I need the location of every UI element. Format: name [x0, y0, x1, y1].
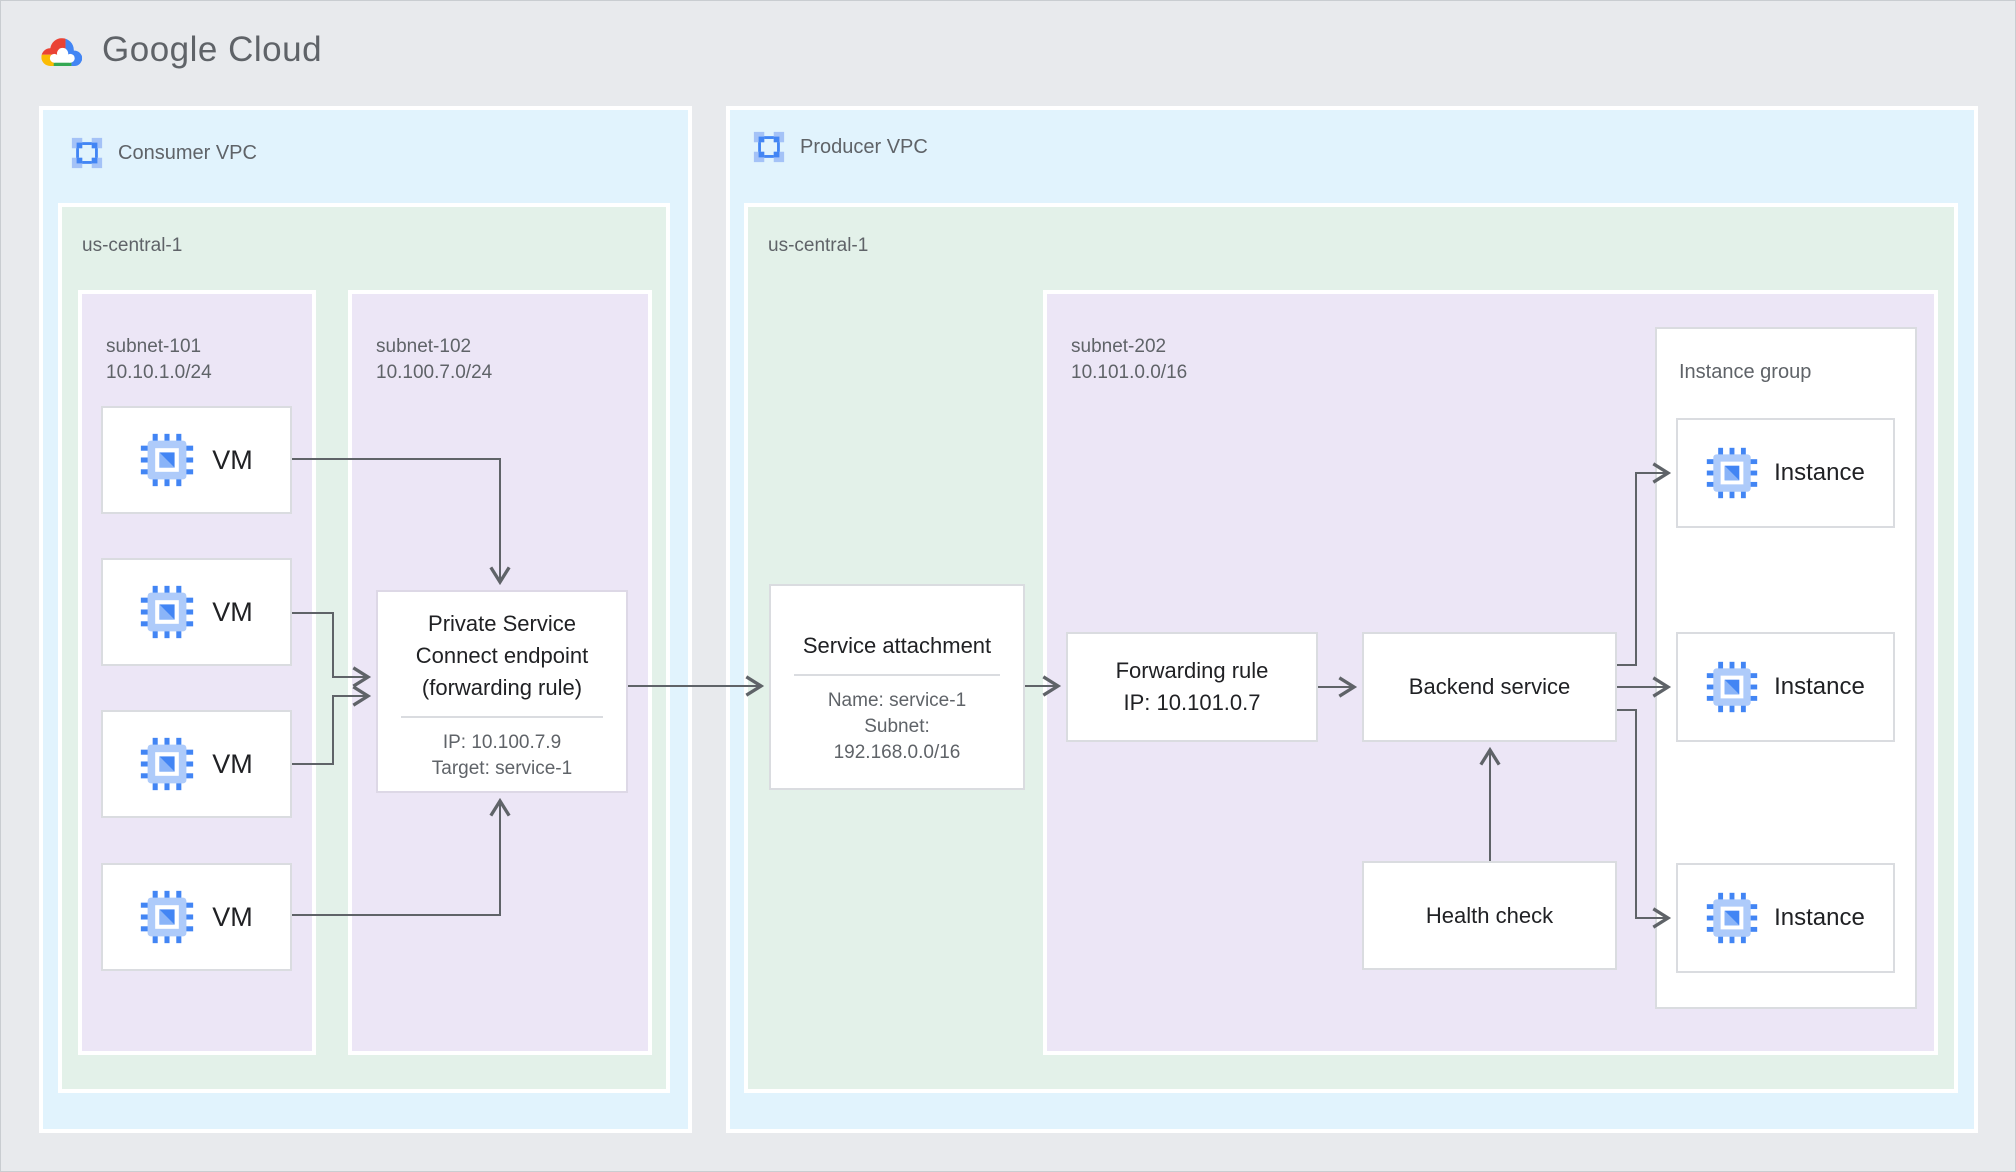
vm-card: VM	[101, 863, 292, 971]
service-attachment-name: Name: service-1	[827, 690, 967, 711]
subnet-101-cidr: 10.10.1.0/24	[106, 362, 212, 383]
google-cloud-icon	[41, 38, 83, 66]
health-check-label: Health check	[1425, 902, 1554, 928]
compute-engine-icon	[1706, 447, 1758, 499]
instance-label: Instance	[1774, 459, 1865, 486]
forwarding-rule-line2: IP: 10.101.0.7	[1123, 690, 1261, 715]
subnet-202-cidr: 10.101.0.0/16	[1071, 362, 1188, 383]
subnet-101-label: subnet-101 10.10.1.0/24	[106, 334, 212, 386]
instance-card: Instance	[1676, 632, 1895, 742]
instance-card: Instance	[1676, 863, 1895, 973]
service-attachment-title: Service attachment	[802, 633, 992, 658]
service-attachment-subnet-label: Subnet:	[864, 716, 930, 737]
subnet-101-name: subnet-101	[106, 336, 202, 357]
vm-card: VM	[101, 710, 292, 818]
divider	[794, 674, 1000, 676]
psc-endpoint-ip: IP: 10.100.7.9	[442, 732, 562, 753]
vm-label: VM	[212, 596, 253, 627]
psc-endpoint-box: Private Service Connect endpoint (forwar…	[376, 590, 628, 793]
subnet-102-cidr: 10.100.7.0/24	[376, 362, 493, 383]
instance-label: Instance	[1774, 673, 1865, 700]
backend-service-label: Backend service	[1408, 674, 1571, 699]
divider	[401, 716, 603, 718]
consumer-region-label: us-central-1	[82, 235, 183, 256]
service-attachment-subnet-cidr: 192.168.0.0/16	[833, 742, 961, 763]
subnet-202-name: subnet-202	[1071, 336, 1167, 357]
producer-vpc-label: Producer VPC	[800, 135, 928, 158]
subnet-102-label: subnet-102 10.100.7.0/24	[376, 334, 492, 386]
vpc-network-icon	[71, 137, 103, 169]
subnet-102-name: subnet-102	[376, 336, 472, 357]
psc-endpoint-title-line1: Private Service	[428, 611, 576, 636]
subnet-202-label: subnet-202 10.101.0.0/16	[1071, 334, 1187, 386]
health-check-box: Health check	[1362, 861, 1617, 970]
google-cloud-logo: Google Cloud	[36, 28, 322, 72]
service-attachment-box: Service attachment Name: service-1 Subne…	[769, 584, 1025, 790]
compute-engine-icon	[1706, 892, 1758, 944]
backend-service-box: Backend service	[1362, 632, 1617, 742]
vpc-network-icon	[753, 131, 785, 163]
instance-label: Instance	[1774, 904, 1865, 931]
compute-engine-icon	[141, 890, 194, 944]
vm-card: VM	[101, 558, 292, 666]
vm-label: VM	[212, 901, 253, 932]
compute-engine-icon	[1706, 661, 1758, 713]
forwarding-rule-line1: Forwarding rule	[1115, 658, 1269, 683]
producer-vpc-header: Producer VPC	[752, 130, 928, 164]
instance-card: Instance	[1676, 418, 1895, 528]
psc-endpoint-title-line2: Connect endpoint	[415, 643, 589, 668]
consumer-vpc-label: Consumer VPC	[118, 141, 257, 164]
psc-endpoint-title-line3: (forwarding rule)	[421, 675, 583, 700]
compute-engine-icon	[141, 585, 194, 639]
compute-engine-icon	[141, 433, 194, 487]
psc-endpoint-target: Target: service-1	[431, 758, 573, 779]
consumer-vpc-header: Consumer VPC	[70, 136, 257, 170]
compute-engine-icon	[141, 737, 194, 791]
vm-card: VM	[101, 406, 292, 514]
instance-group-label: Instance group	[1679, 361, 1812, 383]
vm-label: VM	[212, 748, 253, 779]
producer-region-label: us-central-1	[768, 235, 869, 256]
forwarding-rule-box: Forwarding rule IP: 10.101.0.7	[1066, 632, 1318, 742]
vm-label: VM	[212, 444, 253, 475]
logo-text: Google Cloud	[102, 30, 323, 69]
